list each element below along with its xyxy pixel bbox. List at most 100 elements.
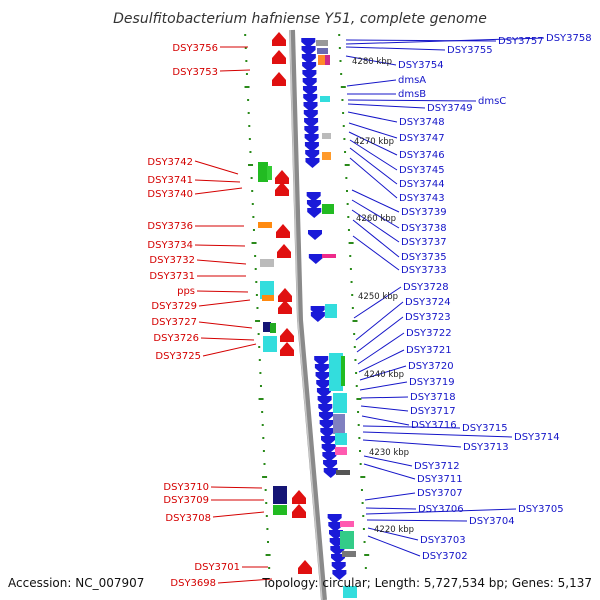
gene-label-right[interactable]: DSY3738 [401, 223, 447, 234]
gene-label-left[interactable]: DSY3729 [151, 301, 197, 312]
gene-label-left[interactable]: DSY3726 [153, 333, 199, 344]
gene-label-right[interactable]: DSY3724 [405, 297, 451, 308]
gene-label-left[interactable]: DSY3708 [165, 513, 211, 524]
gene-label-right[interactable]: DSY3714 [514, 432, 560, 443]
gene-label-left[interactable]: pps [177, 286, 195, 297]
gene-label-right[interactable]: DSY3743 [399, 193, 445, 204]
gene-arrow-reverse [308, 230, 322, 240]
gene-label-right[interactable]: DSY3720 [408, 361, 454, 372]
gene-arrow-forward [278, 288, 292, 302]
gene-label-right[interactable]: DSY3707 [417, 488, 463, 499]
gene-block [316, 40, 328, 46]
tick-mark [247, 99, 250, 101]
tick-mark [348, 242, 354, 244]
gene-label-left[interactable]: DSY3734 [147, 240, 193, 251]
gene-label-left[interactable]: DSY3732 [149, 255, 195, 266]
gene-label-right[interactable]: DSY3703 [420, 535, 466, 546]
gene-label-left[interactable]: DSY3710 [163, 482, 209, 493]
gene-label-right[interactable]: DSY3721 [406, 345, 452, 356]
tick-mark [360, 476, 366, 478]
leader-line [212, 511, 265, 518]
leader-line [360, 405, 409, 412]
gene-label-right[interactable]: DSY3716 [411, 420, 457, 431]
gene-label-right[interactable]: DSY3745 [399, 165, 445, 176]
tick-mark [340, 86, 346, 88]
kbp-label: 4220 kbp [374, 525, 414, 535]
tick-mark [262, 476, 268, 478]
gene-label-left[interactable]: DSY3742 [147, 157, 193, 168]
gene-arrow-reverse [329, 530, 343, 540]
gene-label-right[interactable]: DSY3748 [399, 117, 445, 128]
gene-label-left[interactable]: DSY3698 [170, 578, 216, 589]
gene-block [322, 133, 331, 139]
gene-label-right[interactable]: DSY3755 [447, 45, 493, 56]
gene-block [260, 259, 274, 267]
tick-mark [261, 424, 264, 426]
tick-mark [245, 60, 248, 62]
gene-label-right[interactable]: DSY3735 [401, 252, 447, 263]
gene-label-right[interactable]: DSY3722 [406, 328, 452, 339]
tick-mark [255, 294, 258, 296]
gene-block [273, 505, 287, 515]
leader-line [346, 79, 397, 87]
gene-label-left[interactable]: DSY3740 [147, 189, 193, 200]
tick-mark [344, 164, 350, 166]
gene-label-right[interactable]: DSY3744 [399, 179, 445, 190]
gene-block [322, 204, 334, 214]
leader-line [359, 381, 408, 391]
gene-label-left[interactable]: DSY3741 [147, 175, 193, 186]
gene-block [333, 414, 345, 434]
tick-mark [252, 229, 255, 231]
gene-label-right[interactable]: DSY3749 [427, 103, 473, 114]
tick-mark [256, 307, 259, 309]
gene-label-right[interactable]: DSY3715 [462, 423, 508, 434]
gene-label-right[interactable]: DSY3704 [469, 516, 515, 527]
leader-line [361, 415, 410, 426]
gene-label-right[interactable]: DSY3723 [405, 312, 451, 323]
gene-label-left[interactable]: DSY3736 [147, 221, 193, 232]
tick-mark [355, 385, 358, 387]
gene-arrow-reverse [318, 412, 333, 422]
gene-label-right[interactable]: DSY3757 [498, 36, 544, 47]
tick-mark [251, 203, 254, 205]
gene-label-right[interactable]: DSY3733 [401, 265, 447, 276]
gene-label-right[interactable]: DSY3728 [403, 282, 449, 293]
gene-label-left[interactable]: DSY3709 [163, 495, 209, 506]
gene-label-right[interactable]: DSY3713 [463, 442, 509, 453]
gene-label-right[interactable]: DSY3712 [414, 461, 460, 472]
gene-label-right[interactable]: DSY3718 [410, 392, 456, 403]
gene-block [325, 304, 337, 318]
gene-label-left[interactable]: DSY3753 [172, 67, 218, 78]
leader-line [351, 199, 400, 229]
tick-mark [364, 554, 370, 556]
gene-arrow-reverse [307, 208, 322, 218]
leader-line [352, 219, 400, 258]
accession-text: Accession: NC_007907 [8, 576, 144, 590]
gene-block [341, 356, 345, 386]
gene-label-right[interactable]: DSY3746 [399, 150, 445, 161]
gene-label-right[interactable]: DSY3758 [546, 33, 592, 44]
gene-label-right[interactable]: DSY3711 [417, 474, 463, 485]
gene-label-right[interactable]: dmsC [478, 96, 506, 107]
gene-label-right[interactable]: DSY3705 [518, 504, 564, 515]
gene-label-left[interactable]: DSY3725 [155, 351, 201, 362]
gene-label-right[interactable]: DSY3706 [418, 504, 464, 515]
gene-block [262, 295, 274, 301]
gene-label-right[interactable]: DSY3737 [401, 237, 447, 248]
gene-label-right[interactable]: DSY3719 [409, 377, 455, 388]
leader-line [349, 157, 398, 199]
gene-label-left[interactable]: DSY3727 [151, 317, 197, 328]
gene-label-left[interactable]: DSY3731 [149, 271, 195, 282]
leader-line [194, 160, 239, 175]
gene-label-left[interactable]: DSY3701 [194, 562, 240, 573]
tick-mark [266, 528, 269, 530]
gene-block [325, 55, 330, 65]
gene-label-right[interactable]: DSY3717 [410, 406, 456, 417]
gene-label-right[interactable]: DSY3747 [399, 133, 445, 144]
gene-label-right[interactable]: DSY3702 [422, 551, 468, 562]
gene-label-right[interactable]: DSY3739 [401, 207, 447, 218]
gene-label-right[interactable]: DSY3754 [398, 60, 444, 71]
gene-label-left[interactable]: DSY3756 [172, 43, 218, 54]
gene-label-right[interactable]: dmsB [398, 89, 426, 100]
gene-label-right[interactable]: dmsA [398, 75, 426, 86]
